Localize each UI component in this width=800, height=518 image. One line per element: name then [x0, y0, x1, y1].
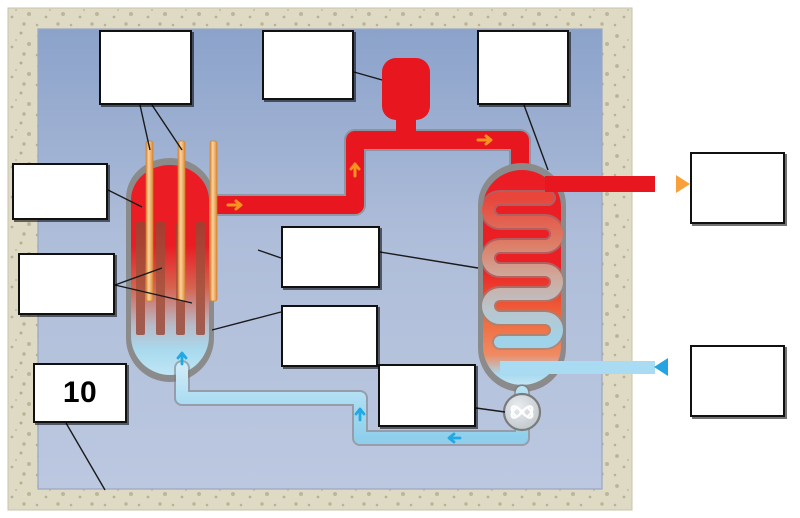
label-box-coolant-loop[interactable] [281, 226, 380, 288]
feedwater-inlet-arrow [654, 358, 686, 376]
label-box-pressurizer[interactable] [262, 30, 354, 100]
steam-outlet-arrow [655, 175, 690, 193]
hot-leg-pipe [205, 129, 531, 216]
label-box-reactor-vessel[interactable] [12, 163, 108, 220]
hot-leg-flow-arrows [349, 134, 493, 178]
label-box-steam-outlet[interactable] [690, 152, 785, 224]
feedwater-inlet-pipe [500, 361, 655, 374]
label-box-containment-wall[interactable]: 10 [33, 363, 127, 423]
fuel-rod-4 [196, 222, 205, 335]
steam-outlet-pipe [545, 176, 655, 192]
steam-generator [478, 163, 566, 392]
vessel-outlet-arrow [226, 199, 243, 211]
control-rod-3 [209, 140, 218, 302]
label-box-feedwater-inlet[interactable] [690, 345, 785, 417]
cold-leg-flow-arrows [176, 351, 462, 444]
pressurizer [382, 58, 430, 146]
label-box-pump[interactable] [378, 364, 476, 427]
control-rod-group [145, 140, 218, 302]
label-box-control-rods[interactable] [99, 30, 192, 105]
label-box-steam-generator[interactable] [477, 30, 569, 105]
control-rod-1 [145, 140, 154, 302]
label-box-fuel-rods[interactable] [18, 253, 115, 315]
label-box-moderator[interactable] [281, 305, 378, 367]
control-rod-2 [177, 140, 186, 302]
leader-lines [65, 71, 549, 491]
coolant-pump [502, 392, 542, 432]
fuel-rod-2 [156, 222, 165, 335]
label-box-text: 10 [62, 376, 98, 409]
fuel-rod-1 [136, 222, 145, 335]
